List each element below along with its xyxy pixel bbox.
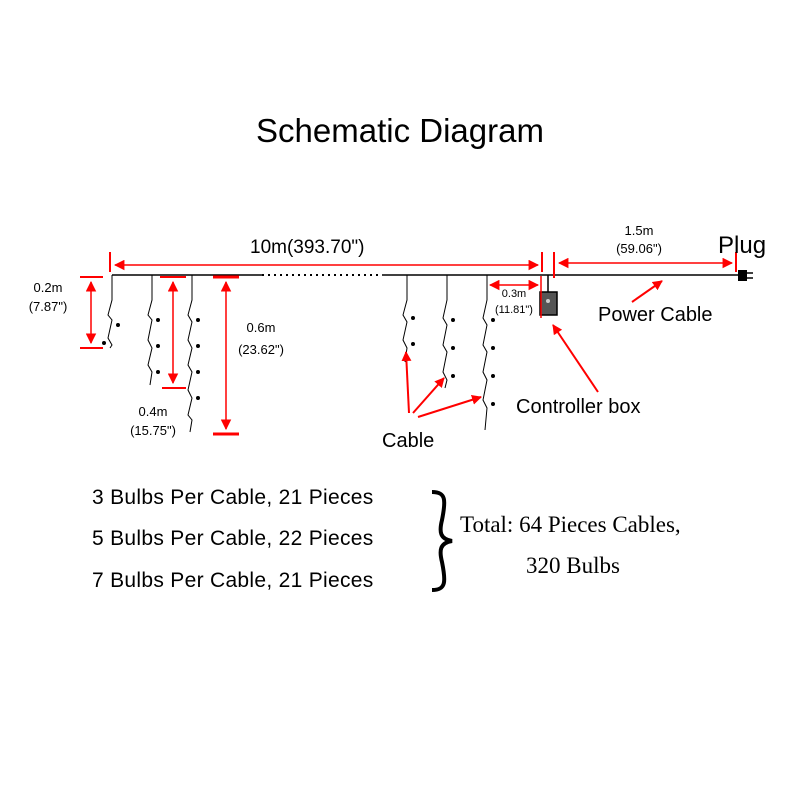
diagram-title: Schematic Diagram [256,112,544,149]
total-length-label: 10m(393.70") [250,237,365,258]
lead-length-m: 0.3m [501,288,527,300]
long-strand-dimension [213,275,239,436]
lead-dimension [488,276,542,318]
plug-label: Plug [718,232,767,259]
length-dimension [109,252,543,272]
power-length-in: (59.06") [616,241,662,256]
spec-line-2: 5 Bulbs Per Cable, 22 Pieces [92,527,374,550]
plug-icon [738,270,753,281]
controller-box-label: Controller box [516,396,641,418]
mid-length-m: 0.4m [138,404,168,419]
spec-line-3: 7 Bulbs Per Cable, 21 Pieces [92,569,374,592]
hanging-strands [102,275,495,433]
total-line-2: 320 Bulbs [526,553,620,578]
short-length-in: (7.87") [28,299,68,314]
total-line-1: Total: 64 Pieces Cables, [460,512,681,537]
power-cable-label: Power Cable [598,304,713,326]
mid-strand-dimension [160,276,186,389]
pointer-arrows [401,280,663,418]
short-length-m: 0.2m [33,280,63,295]
long-length-m: 0.6m [246,320,276,335]
power-length-m: 1.5m [624,223,654,238]
lead-length-in: (11.81") [495,304,533,316]
long-length-in: (23.62") [238,342,284,357]
mid-length-in: (15.75") [130,423,176,438]
cable-label: Cable [382,430,435,452]
short-strand-dimension [80,276,103,349]
power-dimension [553,252,737,278]
spec-line-1: 3 Bulbs Per Cable, 21 Pieces [92,486,374,509]
grouping-brace [431,490,453,592]
controller-box-icon [539,275,558,316]
